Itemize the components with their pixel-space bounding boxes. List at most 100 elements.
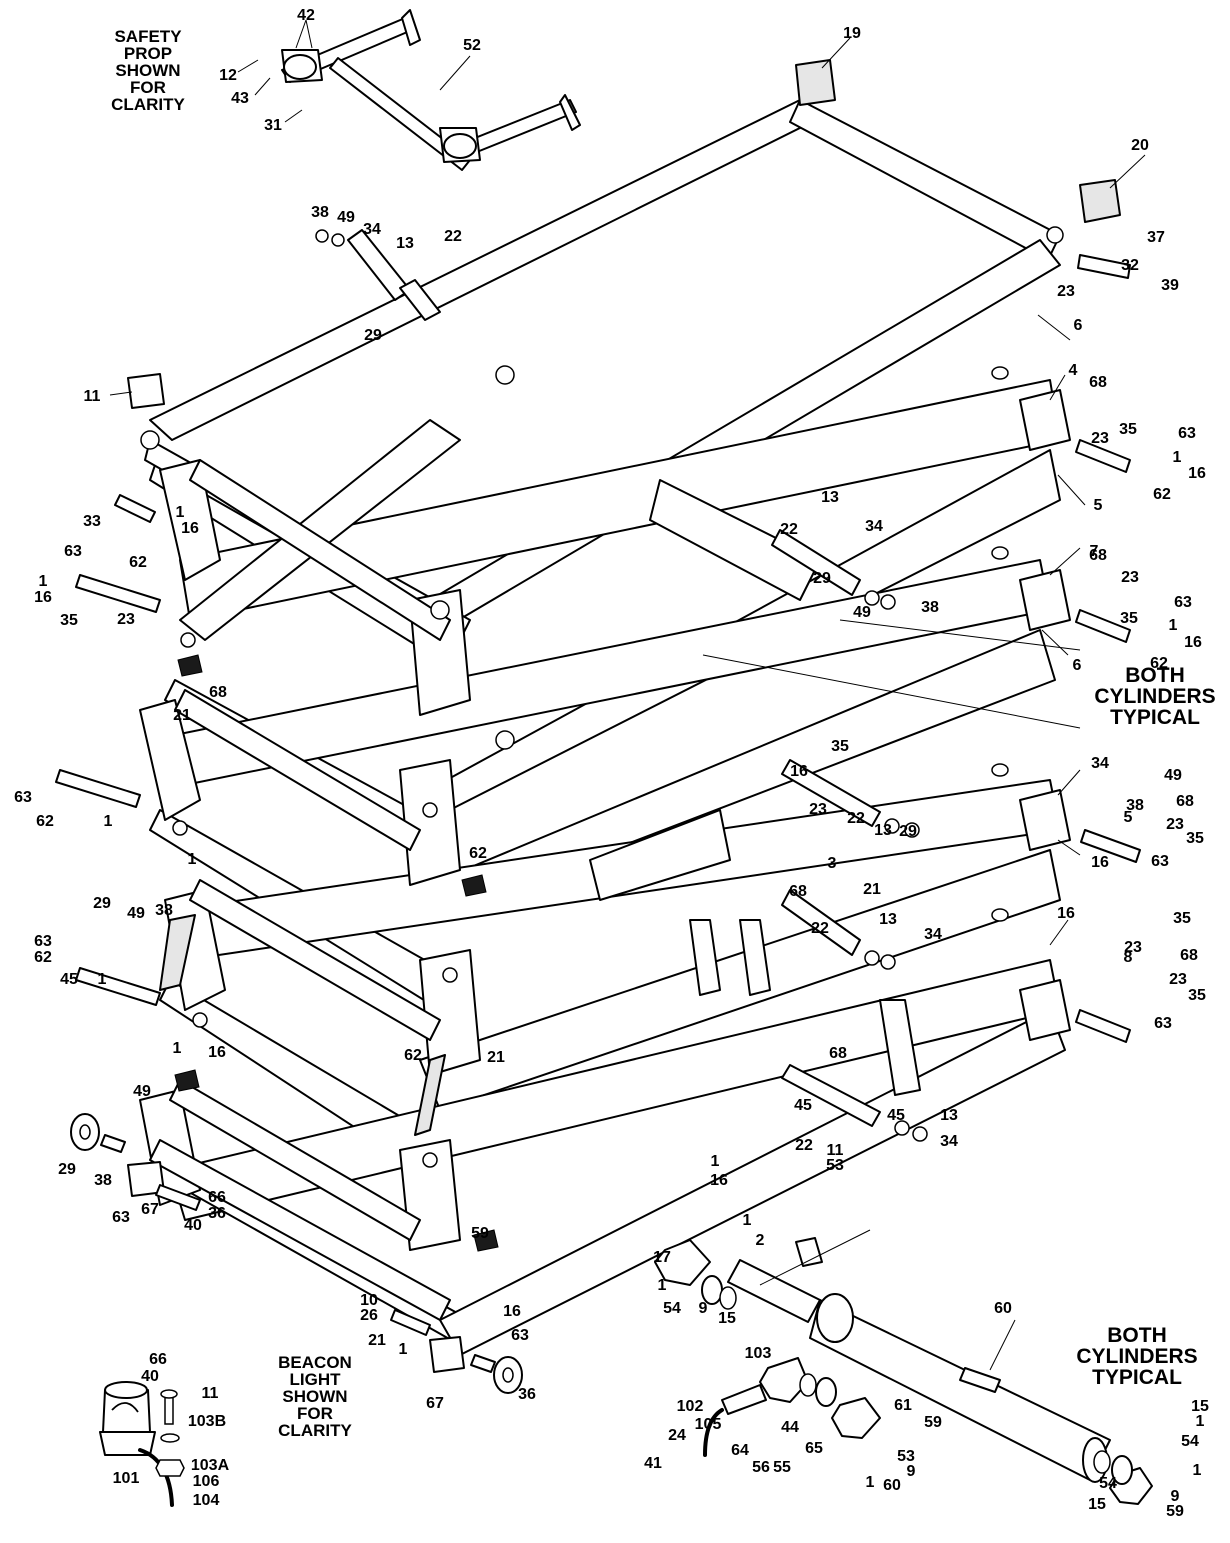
part-callout: 101 (113, 1470, 140, 1487)
part-callout: 34 (940, 1133, 958, 1150)
part-callout: 24 (668, 1427, 686, 1444)
part-callout: 16 (503, 1303, 521, 1320)
part-callout: 49 (133, 1083, 151, 1100)
rollers (70, 1113, 523, 1394)
part-callout: 1 (1196, 1413, 1205, 1430)
part-callout: 21 (863, 881, 881, 898)
part-callout: 41 (644, 1455, 662, 1472)
note-beacon-light: BEACON LIGHT SHOWN FOR CLARITY (278, 1353, 352, 1440)
part-callout: 26 (360, 1307, 378, 1324)
part-callout: 3 (828, 855, 837, 872)
part-callout: 22 (444, 228, 462, 245)
part-callout: 1 (1173, 449, 1182, 466)
part-callout: 106 (193, 1473, 220, 1490)
safety-prop (281, 9, 581, 171)
part-callout: 59 (924, 1414, 942, 1431)
part-callout: 13 (396, 235, 414, 252)
part-callout: 33 (83, 513, 101, 530)
part-callout: 2 (756, 1232, 765, 1249)
part-callout: 38 (311, 204, 329, 221)
part-callout: 23 (1169, 971, 1187, 988)
part-callout: 17 (653, 1249, 671, 1266)
part-callout: 40 (141, 1368, 159, 1385)
part-callout: 36 (518, 1386, 536, 1403)
part-callout: 1 (866, 1474, 875, 1491)
part-callout: 11 (202, 1385, 219, 1402)
part-callout: 36 (208, 1205, 226, 1222)
part-callout: 32 (1121, 257, 1139, 274)
part-callout: 54 (1099, 1475, 1117, 1492)
part-callout: 16 (790, 763, 808, 780)
part-callout: 68 (209, 684, 227, 701)
part-callout: 10 (360, 1292, 378, 1309)
part-callout: 11 (84, 388, 101, 405)
part-callout: 34 (363, 221, 381, 238)
part-callout: 53 (897, 1448, 915, 1465)
part-callout: 1 (104, 813, 113, 830)
part-callout: 23 (809, 801, 827, 818)
part-callout: 68 (829, 1045, 847, 1062)
part-callout: 5 (1094, 497, 1103, 514)
part-callout: 40 (184, 1217, 202, 1234)
part-callout: 7 (1090, 543, 1099, 560)
scissor-arms (139, 86, 1071, 1356)
part-callout: 65 (805, 1440, 823, 1457)
part-callout: 42 (297, 7, 315, 24)
part-callout: 34 (924, 926, 942, 943)
part-callout: 62 (36, 813, 54, 830)
part-callout: 34 (865, 518, 883, 535)
leader-lines (109, 19, 1146, 1371)
part-callout: 29 (899, 823, 917, 840)
beacon-light (99, 1381, 185, 1507)
part-callout: 1 (39, 573, 48, 590)
part-callout: 35 (60, 612, 78, 629)
part-callout: 15 (1191, 1398, 1209, 1415)
part-callout: 29 (364, 327, 382, 344)
note-line: BEACON (278, 1353, 352, 1372)
part-callout: 103B (188, 1413, 226, 1430)
part-callout: 56 (752, 1459, 770, 1476)
note-line: SHOWN (115, 61, 180, 80)
part-callout: 103A (191, 1457, 230, 1474)
part-callout: 59 (1166, 1503, 1184, 1520)
part-callout: 1 (711, 1153, 720, 1170)
note-line: BOTH (1107, 1324, 1167, 1347)
part-callout: 44 (781, 1419, 799, 1436)
part-callout: 60 (883, 1477, 901, 1494)
part-callout: 63 (64, 543, 82, 560)
note-line: SHOWN (282, 1387, 347, 1406)
part-callout: 1 (1193, 1462, 1202, 1479)
part-callout: 38 (921, 599, 939, 616)
part-callout: 54 (663, 1300, 681, 1317)
note-safety-prop: SAFETY PROP SHOWN FOR CLARITY (111, 27, 185, 114)
part-callout: 45 (60, 971, 78, 988)
part-callout: 13 (879, 911, 897, 928)
stop-blocks (127, 373, 465, 1373)
part-callout: 22 (811, 920, 829, 937)
part-callout: 67 (141, 1201, 159, 1218)
part-callout: 1 (98, 971, 107, 988)
part-callout: 45 (794, 1097, 812, 1114)
part-callout: 4 (1069, 362, 1078, 379)
part-callout: 62 (404, 1047, 422, 1064)
part-callout: 29 (813, 570, 831, 587)
part-callout: 16 (1184, 634, 1202, 651)
note-line: LIGHT (290, 1370, 342, 1389)
pin-hardware (55, 229, 1141, 1373)
part-callout: 15 (718, 1310, 736, 1327)
part-callout: 9 (1171, 1488, 1180, 1505)
part-callout: 22 (847, 810, 865, 827)
part-callout: 29 (58, 1161, 76, 1178)
part-callout: 8 (1124, 949, 1133, 966)
part-callout: 21 (368, 1332, 386, 1349)
part-callout: 29 (93, 895, 111, 912)
part-callout: 62 (1150, 655, 1168, 672)
part-callout: 16 (181, 520, 199, 537)
note-line: FOR (297, 1404, 333, 1423)
part-callout: 35 (1119, 421, 1137, 438)
part-callout: 53 (826, 1157, 844, 1174)
part-callout: 23 (1124, 939, 1142, 956)
part-callout: 23 (1121, 569, 1139, 586)
part-callout: 23 (1091, 430, 1109, 447)
